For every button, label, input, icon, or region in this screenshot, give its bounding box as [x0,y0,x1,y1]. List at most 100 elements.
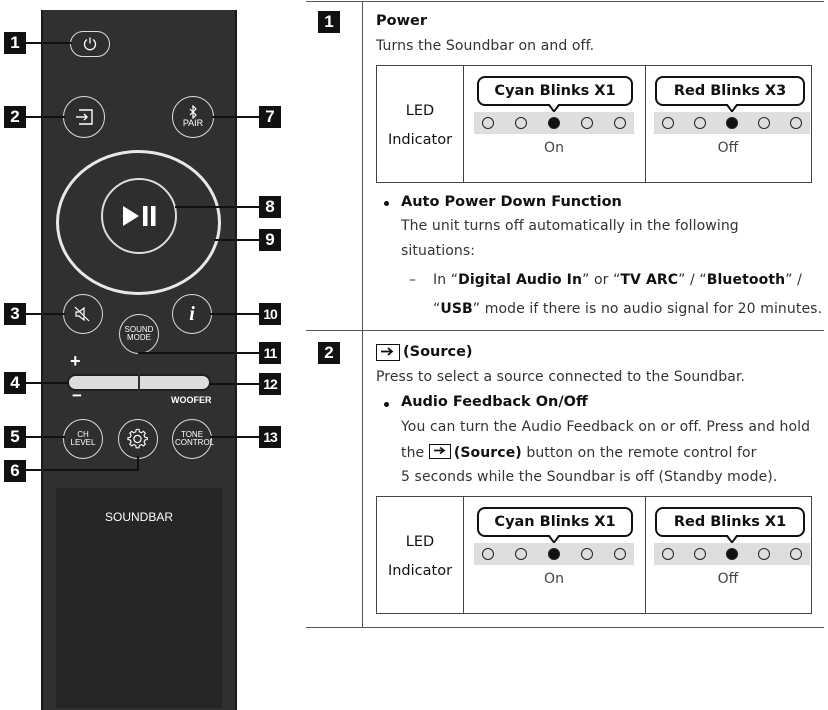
section-2-description: Press to select a source connected to th… [376,369,746,385]
led-off-strip [654,543,810,565]
tone-control-button[interactable]: TONE CONTROL [172,419,215,459]
callout-10: 10 [259,303,281,325]
led-on-cell: Cyan Blinks X1 On [463,497,646,613]
led-dot-lit [726,117,738,129]
section-2-title: (Source) [403,344,473,360]
ch-level-button[interactable]: CH LEVEL [63,419,103,459]
led-on-state: On [544,571,564,587]
tone-control-label: TONE CONTROL [175,429,215,447]
bullet-dot [384,402,389,407]
led-off-bubble: Red Blinks X3 [655,76,805,106]
table-column-rule [362,1,363,628]
audio-feedback-line-2: the (Source) button on the remote contro… [401,444,757,461]
callout-13: 13 [259,426,281,448]
auto-power-down-line-1: The unit turns off automatically in the … [401,218,739,234]
led-off-bubble: Red Blinks X1 [655,507,805,537]
led-on-cell: Cyan Blinks X1 On [463,66,646,182]
remote-brand-label: SOUNDBAR [105,510,174,524]
led-label-cell: LED Indicator [377,66,464,182]
led-dot-lit [726,548,738,560]
led-dot-lit [548,117,560,129]
leader-1 [26,42,72,44]
power-button[interactable] [70,31,110,57]
leader-6 [26,469,138,471]
auto-power-down-title: Auto Power Down Function [401,194,622,210]
led-off-cell: Red Blinks X1 Off [645,497,811,613]
table-bottom-rule [306,627,824,628]
leader-12 [209,383,259,385]
section-1-led-table: LED Indicator Cyan Blinks X1 On Red Blin… [376,65,812,183]
callout-7: 7 [259,106,281,128]
source-icon [76,109,93,125]
audio-feedback-line-3: 5 seconds while the Soundbar is off (Sta… [401,469,778,485]
ch-level-label: CH LEVEL [70,429,96,447]
led-off-bubble-tail-fill [727,103,737,110]
leader-3 [26,313,65,315]
leader-8 [175,206,259,208]
led-on-bubble-tail-fill [549,103,559,110]
section-2-led-table: LED Indicator Cyan Blinks X1 On Red Blin… [376,496,812,614]
volume-minus-label: − [72,386,82,405]
leader-9 [214,239,259,241]
callout-5: 5 [4,426,26,448]
section-2-number: 2 [318,342,340,364]
led-on-bubble: Cyan Blinks X1 [477,76,633,106]
table-top-rule [306,1,824,2]
led-label-line-1: LED [405,103,435,119]
woofer-label: WOOFER [171,395,212,405]
led-dot [515,117,527,129]
led-off-strip [654,112,810,134]
callout-2: 2 [4,106,26,128]
led-on-state: On [544,140,564,156]
auto-power-down-sub-1: In “Digital Audio In” or “TV ARC” / “Blu… [433,272,802,288]
callout-1: 1 [4,32,26,54]
play-pause-button[interactable] [101,178,177,254]
mute-button[interactable] [63,294,103,334]
play-pause-icon [123,206,156,226]
leader-13 [210,436,259,438]
sound-mode-button[interactable]: SOUND MODE [119,314,159,354]
audio-feedback-title: Audio Feedback On/Off [401,394,588,410]
leader-11 [138,352,259,354]
source-button[interactable] [63,96,105,138]
callout-9: 9 [259,229,281,251]
section-1-title: Power [376,13,427,29]
led-off-bubble-tail-fill [727,534,737,541]
led-on-strip [474,543,634,565]
mute-icon [74,306,90,322]
section-divider [306,330,824,331]
callout-6: 6 [4,460,26,482]
led-dot [758,117,770,129]
callout-4: 4 [4,372,26,394]
settings-button[interactable] [118,419,158,459]
led-label-cell: LED Indicator [377,497,464,613]
audio-feedback-line-1: You can turn the Audio Feedback on or of… [401,419,811,435]
led-dot [482,548,494,560]
led-dot [662,548,674,560]
pair-button[interactable]: PAIR [172,96,214,138]
info-button[interactable]: i [172,294,212,334]
led-dot [614,548,626,560]
led-dot [790,117,802,129]
led-label-line-1: LED [405,534,435,550]
source-icon-inline [428,444,451,459]
led-off-state: Off [717,571,739,587]
leader-5 [26,436,65,438]
auto-power-down-line-2: situations: [401,243,476,259]
remote-lower-panel [56,488,222,708]
callout-11: 11 [259,342,281,364]
source-icon [376,344,400,361]
volume-plus-label: + [70,351,81,371]
dash-marker: – [409,272,417,288]
section-1-number: 1 [318,11,340,33]
led-on-bubble-tail-fill [549,534,559,541]
led-dot [581,117,593,129]
led-dot [614,117,626,129]
led-dot [694,117,706,129]
pair-label: PAIR [182,118,204,129]
info-icon: i [189,302,195,325]
play-pause-ring[interactable] [56,150,221,295]
led-label-line-2: Indicator [387,563,453,579]
bluetooth-icon [189,105,197,120]
callout-8: 8 [259,196,281,218]
